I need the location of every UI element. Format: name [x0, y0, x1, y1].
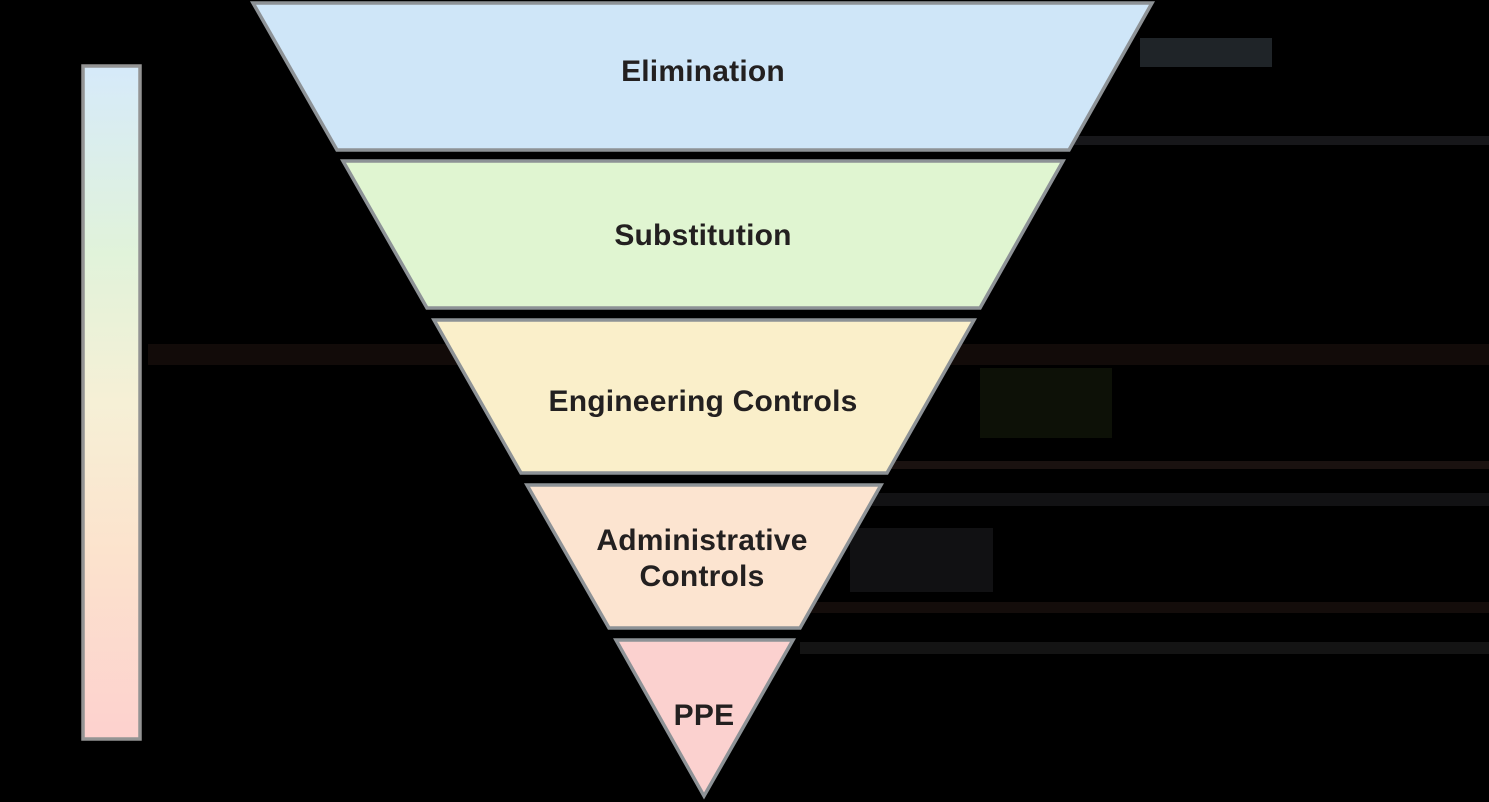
- pyramid-level-elimination: [249, 1, 1155, 152]
- engineering-controls-label: Engineering Controls: [548, 385, 858, 418]
- pyramid-level-substitution: [339, 159, 1066, 310]
- effectiveness-gradient-bar: [81, 64, 142, 741]
- pyramid-level-engineering-controls: [430, 318, 978, 475]
- pyramid-level-ppe: [613, 638, 797, 800]
- pyramid-level-administrative-controls: [523, 483, 885, 630]
- substitution-label: Substitution: [614, 219, 792, 252]
- elimination-label: Elimination: [621, 55, 785, 88]
- ppe-label: PPE: [673, 699, 735, 732]
- administrative-controls-label: Administrative Controls: [596, 524, 808, 593]
